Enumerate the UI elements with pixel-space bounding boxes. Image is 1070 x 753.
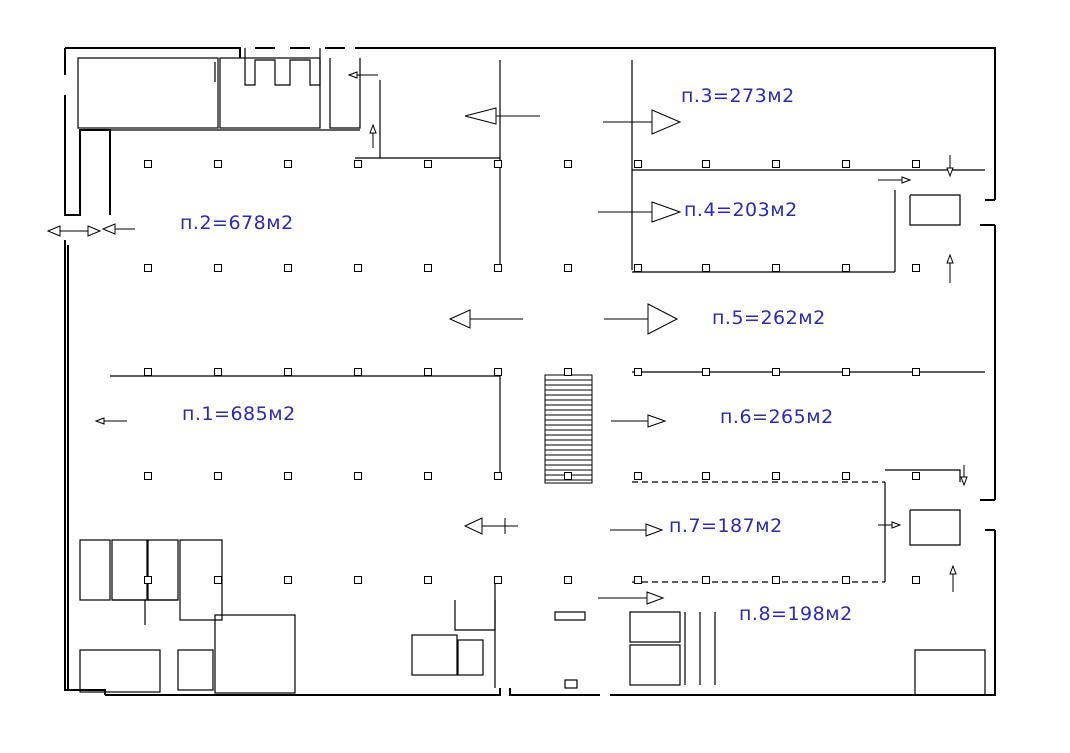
column	[494, 576, 502, 584]
column	[772, 576, 780, 584]
column	[842, 576, 850, 584]
column	[214, 368, 222, 376]
bottom-left-rooms	[79, 539, 296, 694]
zone-label-5: п.5=262м2	[712, 307, 826, 329]
column	[912, 264, 920, 272]
column	[424, 368, 432, 376]
top-left-rooms	[77, 48, 361, 131]
column	[634, 264, 642, 272]
column	[564, 264, 572, 272]
zone-label-8: п.8=198м2	[739, 603, 853, 625]
column	[284, 368, 292, 376]
bottom-right-rooms	[629, 611, 716, 686]
column	[634, 160, 642, 168]
central-staircase	[544, 374, 593, 484]
zone-label-4: п.4=203м2	[684, 199, 798, 221]
column	[564, 472, 572, 480]
column	[702, 264, 710, 272]
column	[702, 576, 710, 584]
column	[214, 576, 222, 584]
column	[354, 576, 362, 584]
column	[144, 472, 152, 480]
column	[214, 472, 222, 480]
zone-label-6: п.6=265м2	[720, 406, 834, 428]
column	[702, 472, 710, 480]
column	[494, 264, 502, 272]
column	[772, 472, 780, 480]
column	[284, 472, 292, 480]
column	[214, 160, 222, 168]
column	[564, 368, 572, 376]
column	[144, 368, 152, 376]
column	[424, 160, 432, 168]
column	[772, 160, 780, 168]
column	[424, 472, 432, 480]
interior-partitions	[110, 60, 986, 695]
zone-label-7: п.7=187м2	[669, 515, 783, 537]
column	[494, 160, 502, 168]
column	[494, 472, 502, 480]
column	[634, 368, 642, 376]
column	[284, 264, 292, 272]
column	[702, 160, 710, 168]
column	[144, 576, 152, 584]
zone-label-3: п.3=273м2	[681, 85, 795, 107]
column	[912, 472, 920, 480]
column	[564, 160, 572, 168]
column	[772, 264, 780, 272]
column	[284, 160, 292, 168]
column	[424, 576, 432, 584]
column	[702, 368, 710, 376]
column	[144, 160, 152, 168]
column	[354, 160, 362, 168]
column	[354, 368, 362, 376]
column	[912, 368, 920, 376]
column	[634, 472, 642, 480]
column	[842, 160, 850, 168]
column	[912, 160, 920, 168]
outer-walls	[64, 47, 996, 696]
column	[354, 264, 362, 272]
zone-label-2: п.2=678м2	[180, 212, 294, 234]
column	[842, 472, 850, 480]
bottom-center-rooms	[411, 580, 586, 689]
column	[634, 576, 642, 584]
column	[912, 576, 920, 584]
column	[494, 368, 502, 376]
column	[842, 368, 850, 376]
column	[214, 264, 222, 272]
column	[772, 368, 780, 376]
column	[284, 576, 292, 584]
column	[424, 264, 432, 272]
column	[842, 264, 850, 272]
arrows	[46, 71, 968, 605]
columns	[144, 160, 920, 584]
column	[564, 576, 572, 584]
column	[144, 264, 152, 272]
zone-label-1: п.1=685м2	[182, 403, 296, 425]
column	[354, 472, 362, 480]
zone-labels: п.3=273м2 п.2=678м2 п.4=203м2 п.5=262м2 …	[180, 85, 853, 625]
